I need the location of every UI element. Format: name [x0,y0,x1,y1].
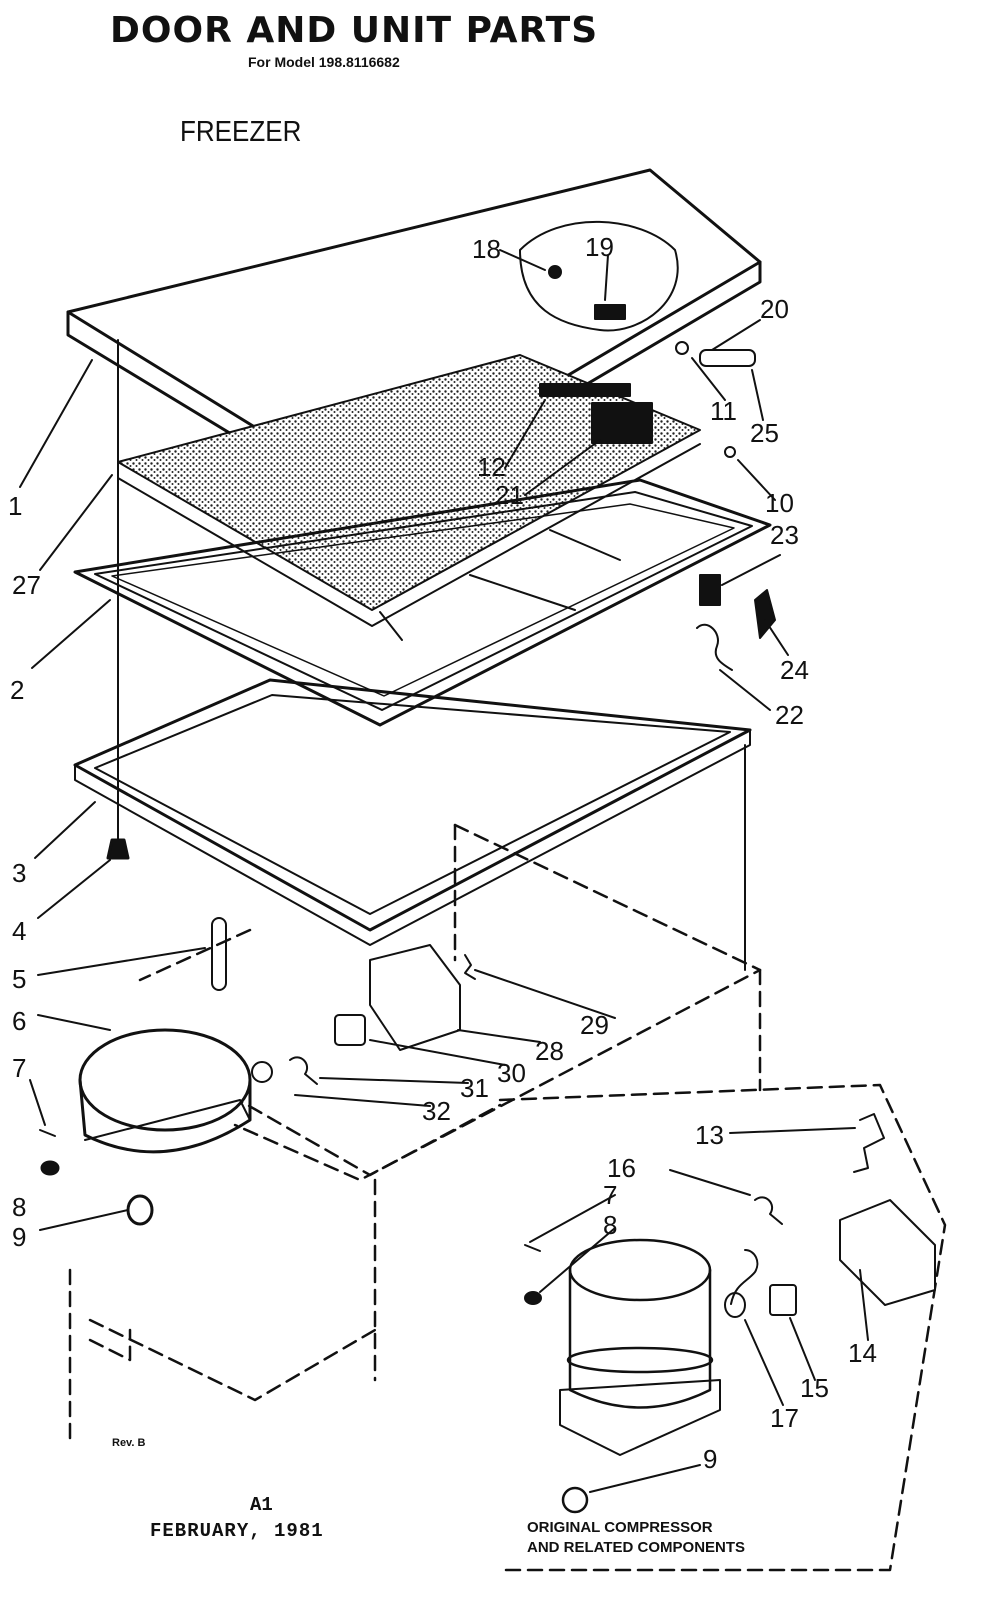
callout-7: 7 [12,1053,27,1083]
sheet-label: A1 [250,1494,273,1516]
callout-5: 5 [12,964,27,994]
callout-inset-16: 16 [607,1153,636,1183]
inset-small-parts [524,1113,936,1318]
callout-inset-7: 7 [603,1180,618,1210]
revision-label: Rev. B [112,1437,146,1449]
callout-19: 19 [585,232,614,262]
callout-29: 29 [580,1010,609,1040]
callout-27: 27 [12,570,41,600]
lid-hardware [519,220,756,458]
inset-frame [498,1083,947,1572]
cabinet-outline [68,823,762,1442]
callout-6: 6 [12,1006,27,1036]
hinge-screw [106,838,130,860]
callout-12: 12 [477,452,506,482]
callout-inset-14: 14 [848,1338,877,1368]
callout-22: 22 [775,700,804,730]
model-number: For Model 198.8116682 [248,54,400,70]
callout-10: 10 [765,488,794,518]
compressor-main [39,1028,252,1226]
defrost-tube [211,917,227,991]
callout-1: 1 [8,491,23,521]
callout-20: 20 [760,294,789,324]
callout-31: 31 [460,1073,489,1103]
door-gasket [73,678,752,946]
callout-21: 21 [495,480,524,510]
callout-8: 8 [12,1192,27,1222]
callout-24: 24 [780,655,809,685]
inset-caption-line2: AND RELATED COMPONENTS [527,1539,746,1556]
page-title: DOOR AND UNIT PARTS [110,10,599,51]
leader-lines [19,249,869,1493]
compressor-inset [559,1238,721,1514]
callout-4: 4 [12,916,27,946]
breaker-frame [73,478,772,727]
callout-2: 2 [10,675,25,705]
callout-11: 11 [710,396,737,426]
callout-18: 18 [472,234,501,264]
latch-parts [696,574,776,671]
callout-inset-15: 15 [800,1373,829,1403]
callout-inset-9: 9 [703,1444,718,1474]
callout-inset-8: 8 [603,1210,618,1240]
callout-30: 30 [497,1058,526,1088]
relay-overload-parts [251,944,476,1085]
date-label: FEBRUARY, 1981 [150,1520,324,1542]
callout-28: 28 [535,1036,564,1066]
callout-3: 3 [12,858,27,888]
callout-23: 23 [770,520,799,550]
callout-inset-13: 13 [695,1120,724,1150]
inset-caption-line1: ORIGINAL COMPRESSOR [527,1519,713,1536]
lid-liner [117,354,701,611]
section-label-freezer: FREEZER [180,114,302,148]
callout-inset-17: 17 [770,1403,799,1433]
callout-9: 9 [12,1222,27,1252]
callout-25: 25 [750,418,779,448]
callout-32: 32 [422,1096,451,1126]
